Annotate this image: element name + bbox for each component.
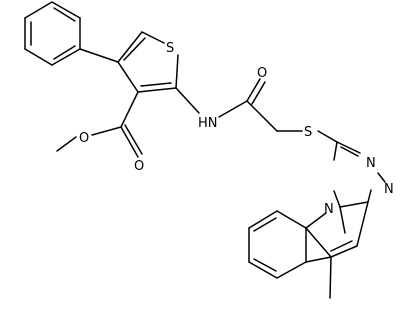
fused-ring-nitrogen-label: N [324, 202, 334, 217]
thioether-sulfur-label: S [304, 125, 312, 140]
ester-carbonyl-oxygen-label: O [134, 159, 144, 174]
amide-nitrogen-label: HN [198, 116, 218, 131]
thiophene-ring [117, 31, 179, 93]
thiophene-sulfur-label: S [166, 41, 174, 56]
phenyl-ring [24, 1, 81, 66]
fused-ring-system [248, 201, 369, 299]
methyl-ester-group [56, 91, 143, 158]
amide-linker [175, 78, 338, 143]
ester-ether-oxygen-label: O [79, 131, 89, 146]
amide-oxygen-label: O [257, 66, 267, 81]
triazole-ring [333, 141, 386, 208]
phenyl-thiophene-bond [79, 48, 119, 63]
bond-lines [24, 1, 386, 299]
triazole-nitrogen-lower-label: N [384, 182, 394, 197]
triazole-nitrogen-upper-label: N [366, 156, 376, 171]
